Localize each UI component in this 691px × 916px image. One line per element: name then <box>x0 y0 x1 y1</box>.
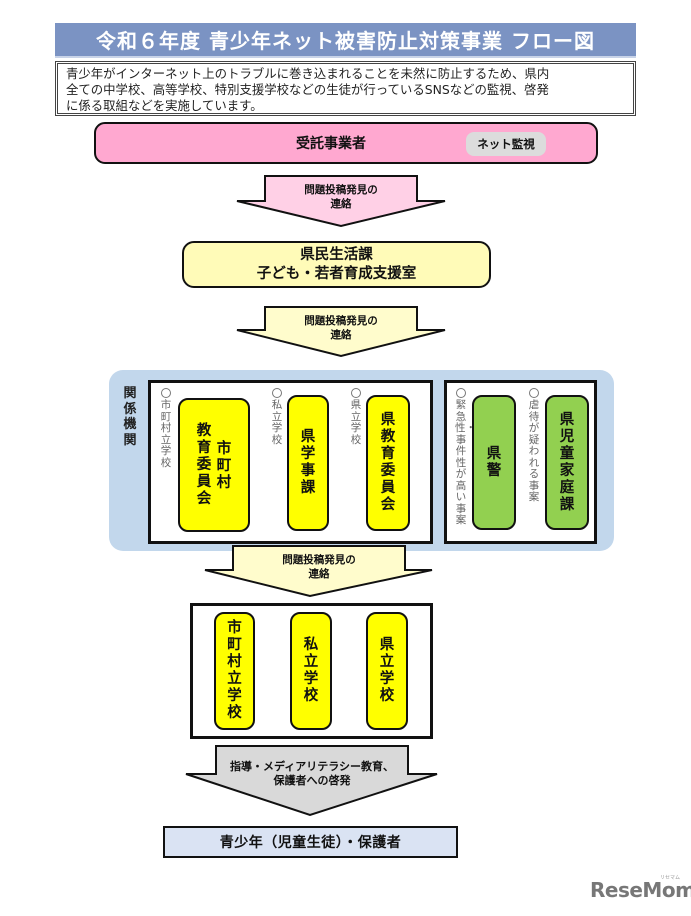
school-municipal: 市町村立学校 <box>214 612 255 730</box>
description-line: 全ての中学校、高等学校、特別支援学校などの生徒が行っているSNSなどの監視、啓発 <box>66 82 549 97</box>
resemom-logo-sub: リセマム <box>660 875 681 881</box>
agency-note: 市町村立学校 <box>160 388 172 469</box>
page-title: 令和６年度 青少年ネット被害防止対策事業 フロー図 <box>55 23 636 58</box>
agency-note: 私立学校 <box>271 388 283 446</box>
description-line: 青少年がインターネット上のトラブルに巻き込まれることを未然に防止するため、県内 <box>66 66 550 81</box>
agency-note: 県立学校 <box>350 388 362 446</box>
circle-bullet-icon <box>351 388 361 398</box>
description-line: に係る取組などを実施しています。 <box>66 98 263 113</box>
school-prefectural: 県立学校 <box>366 612 408 730</box>
related-agencies-label: 関係機関 <box>123 386 137 448</box>
net-monitoring-badge: ネット監視 <box>466 132 546 156</box>
circle-bullet-icon <box>161 388 171 398</box>
arrow-label: 指導・メディアリテラシー教育、 保護者への啓発 <box>229 760 394 787</box>
arrow-label: 問題投稿発見の 連絡 <box>304 184 378 210</box>
description-box: 青少年がインターネット上のトラブルに巻き込まれることを未然に防止するため、県内 … <box>55 61 636 116</box>
prefecture-office-node: 県民生活課 子ども・若者育成支援室 <box>182 241 491 288</box>
office-line-1: 県民生活課 <box>300 246 373 263</box>
agency-private-school-division: 県学事課 <box>287 395 329 531</box>
agency-police: 県警 <box>472 395 516 530</box>
agency-municipal-board: 市町村 教育委員会 <box>178 398 250 532</box>
circle-bullet-icon <box>529 388 539 398</box>
school-private: 私立学校 <box>290 612 332 730</box>
circle-bullet-icon <box>272 388 282 398</box>
contractor-label: 受託事業者 <box>296 136 366 152</box>
circle-bullet-icon <box>456 388 466 398</box>
contractor-node: 受託事業者 ネット監視 <box>94 122 598 164</box>
arrow-label: 問題投稿発見の 連絡 <box>282 554 356 580</box>
agency-prefectural-board: 県教育委員会 <box>366 395 410 531</box>
arrow-label: 問題投稿発見の 連絡 <box>304 315 378 341</box>
office-line-2: 子ども・若者育成支援室 <box>256 265 417 282</box>
target-node: 青少年（児童生徒）・保護者 <box>163 826 458 858</box>
agency-note: 緊急性・事件性が高い事案 <box>455 388 476 527</box>
agency-note: 虐待が疑われる事案 <box>528 388 540 504</box>
resemom-logo: ReseMom <box>590 878 691 902</box>
agency-child-family-division: 県児童家庭課 <box>545 395 589 530</box>
